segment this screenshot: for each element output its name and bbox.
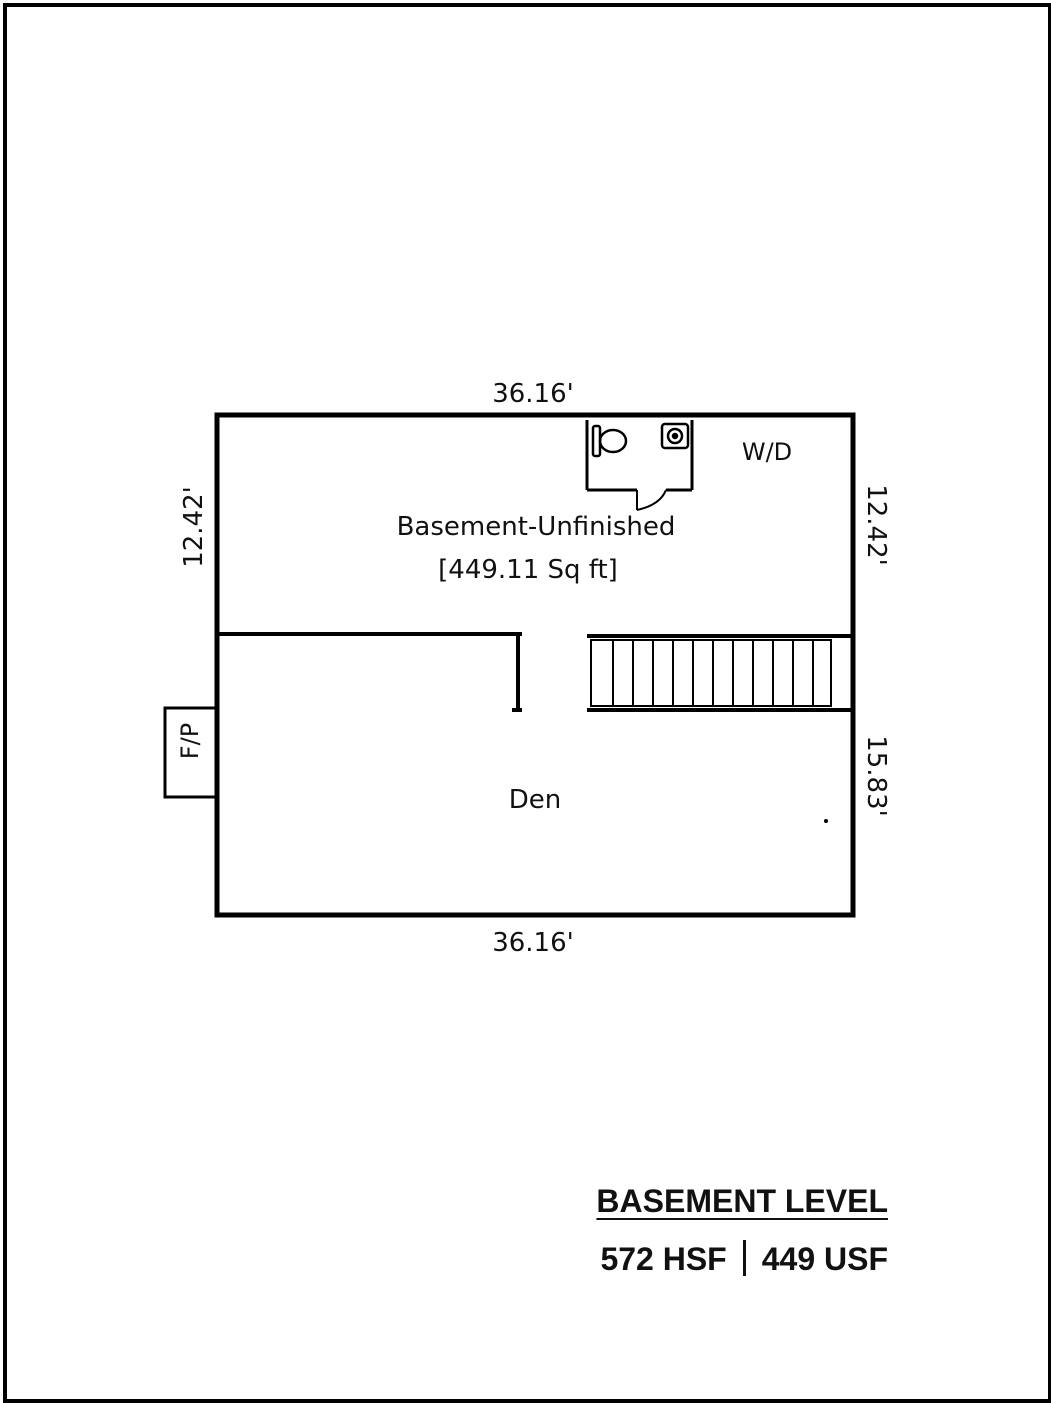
fireplace-label: F/P — [176, 723, 204, 759]
staircase — [590, 639, 832, 707]
outer-walls — [214, 412, 856, 918]
usf-value: 449 USF — [761, 1241, 888, 1277]
level-title: BASEMENT LEVEL — [596, 1183, 888, 1219]
page-border — [3, 3, 1051, 1403]
area-divider — [742, 1240, 746, 1276]
toilet-icon — [591, 424, 628, 458]
area-summary: 572 HSF 449 USF — [600, 1240, 888, 1278]
dimension-right-upper: 12.42' — [861, 484, 891, 566]
dimension-bottom: 36.16' — [492, 928, 574, 958]
room-label-basement: Basement-Unfinished — [397, 512, 676, 542]
sink-icon — [660, 422, 690, 450]
dimension-top: 36.16' — [492, 379, 574, 409]
room-label-den: Den — [509, 785, 562, 815]
hsf-value: 572 HSF — [600, 1241, 727, 1277]
dimension-left-upper: 12.42' — [179, 486, 209, 568]
dimension-right-lower: 15.83' — [861, 735, 891, 817]
interior-walls — [217, 632, 853, 712]
fireplace — [163, 706, 215, 799]
room-label-laundry: W/D — [742, 438, 792, 466]
room-area-basement: [449.11 Sq ft] — [438, 555, 618, 585]
bathroom — [585, 420, 694, 511]
marker-dot — [824, 819, 828, 823]
